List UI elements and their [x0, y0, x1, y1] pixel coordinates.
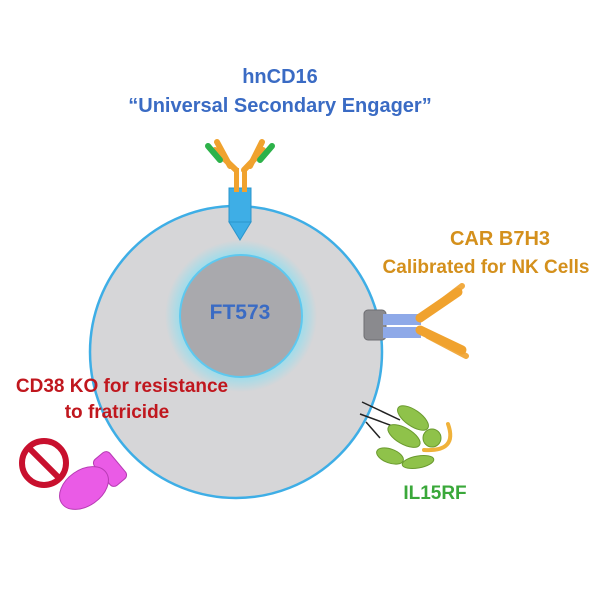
il15rf-label: IL15RF	[403, 483, 467, 504]
hncd16-receptor	[205, 139, 275, 241]
nucleus	[179, 254, 303, 378]
cd38-molecule	[59, 451, 128, 510]
nucleus-label: FT573	[209, 301, 271, 324]
car-b7h3-receptor	[363, 283, 469, 359]
hncd16-title: hnCD16	[242, 66, 318, 88]
hncd16-subtitle: “Universal Secondary Engager”	[128, 95, 432, 117]
cd38-label-line2: to fratricide	[64, 402, 170, 423]
cd38-label-line1: CD38 KO for resistance	[15, 376, 229, 397]
car-subtitle: Calibrated for NK Cells	[382, 257, 590, 278]
no-sign-icon	[19, 438, 69, 488]
car-title: CAR B7H3	[449, 228, 551, 250]
il15rf-receptor	[359, 401, 453, 470]
